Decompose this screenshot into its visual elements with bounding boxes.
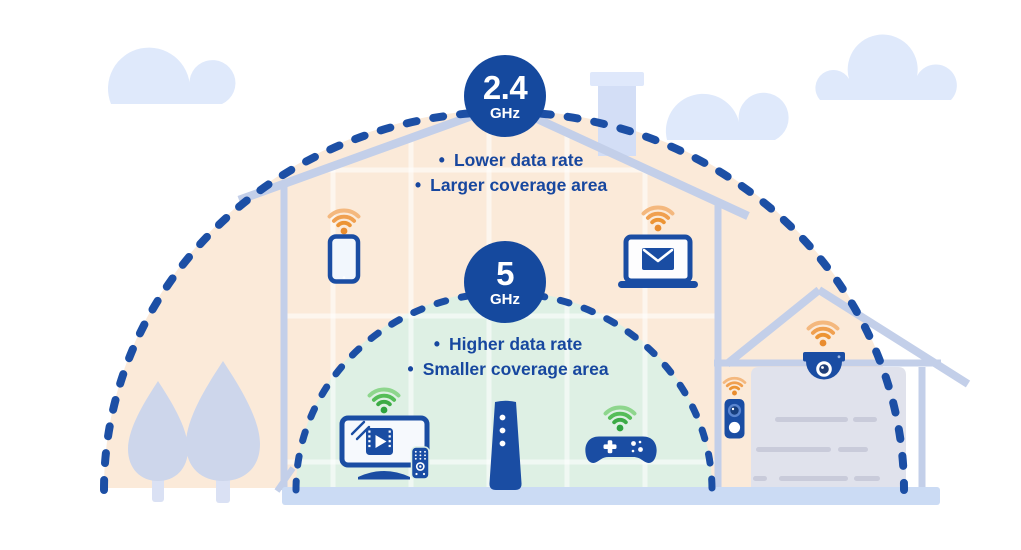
note-lower-data-rate: • Lower data rate: [415, 148, 607, 173]
laptop-email-icon: [618, 205, 698, 288]
band-2-4ghz-notes: • Lower data rate • Larger coverage area: [415, 148, 607, 198]
note-smaller-coverage-area: • Smaller coverage area: [407, 357, 608, 382]
remote-control-icon: [410, 446, 430, 480]
cloud-right-icon: [815, 34, 957, 100]
smartphone-icon: [327, 208, 361, 284]
ground-strip: [282, 487, 940, 505]
house-structure: [237, 100, 750, 493]
badge-5ghz-unit: GHz: [490, 290, 520, 308]
tree-large: [186, 361, 260, 503]
note-text: Smaller coverage area: [422, 359, 609, 379]
cloud-left-icon: [108, 47, 236, 104]
bullet-dot: •: [438, 150, 445, 170]
note-text: Larger coverage area: [430, 175, 608, 195]
smart-tv-icon: [339, 387, 430, 480]
garage: [714, 286, 971, 491]
tree-small: [128, 381, 188, 502]
chimney: [590, 72, 644, 156]
note-higher-data-rate: • Higher data rate: [407, 332, 608, 357]
badge-5ghz-value: 5: [496, 254, 514, 292]
badge-5ghz: 5 GHz: [464, 241, 546, 323]
video-play-icon: [366, 428, 393, 455]
coverage-boundary-2-4ghz: [100, 108, 908, 494]
bullet-dot: •: [414, 175, 422, 195]
badge-2-4ghz-value: 2.4: [482, 68, 528, 106]
router-icon: [489, 400, 522, 490]
bullet-dot: •: [433, 334, 441, 354]
bullet-dot: •: [407, 359, 414, 379]
video-doorbell-icon: [722, 376, 747, 439]
garage-door: [751, 367, 906, 488]
game-controller-icon: [585, 405, 657, 463]
note-larger-coverage-area: • Larger coverage area: [415, 173, 607, 198]
badge-2-4ghz: 2.4 GHz: [464, 55, 546, 137]
cloud-middle-icon: [665, 92, 789, 140]
garage-door-panel-lines: [753, 417, 880, 481]
note-text: Lower data rate: [453, 150, 584, 170]
security-camera-icon: [803, 320, 845, 380]
note-text: Higher data rate: [449, 334, 583, 354]
badge-2-4ghz-unit: GHz: [490, 104, 520, 122]
band-5ghz-notes: • Higher data rate • Smaller coverage ar…: [407, 332, 608, 382]
